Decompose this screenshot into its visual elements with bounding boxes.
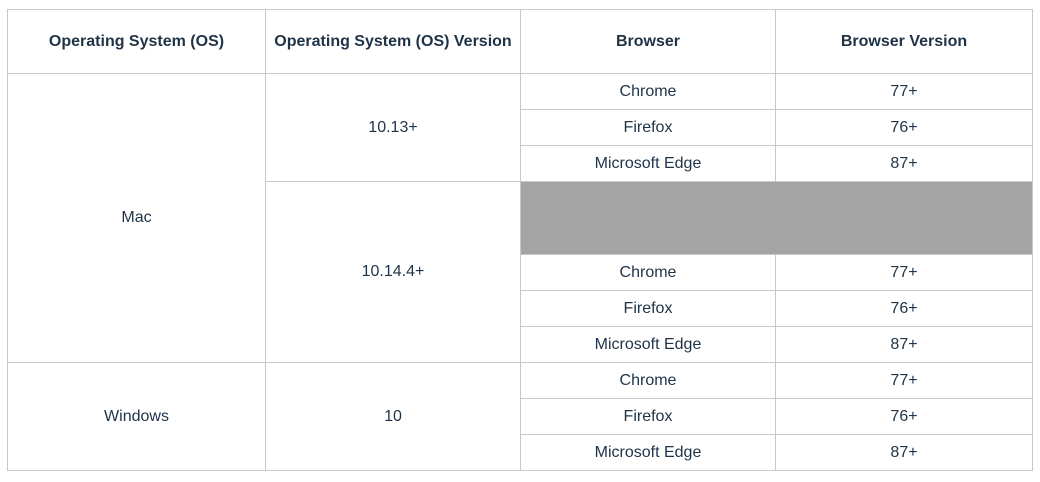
os-cell-mac: Mac (7, 73, 266, 363)
header-browser: Browser (520, 9, 776, 74)
browser-cell: Firefox (520, 398, 776, 435)
table-row: Windows 10 Chrome 77+ (7, 362, 1033, 471)
browser-version-cell: 87+ (775, 326, 1033, 363)
header-row: Operating System (OS) Operating System (… (7, 9, 1033, 74)
header-browser-version: Browser Version (775, 9, 1033, 74)
table-row: Microsoft Edge 87+ (8, 145, 1033, 182)
browser-version-cell: 76+ (775, 398, 1033, 435)
header-os: Operating System (OS) (7, 9, 266, 74)
browser-version-cell: 87+ (775, 434, 1033, 471)
browser-version-cell: 76+ (775, 109, 1033, 146)
table-row: Firefox 76+ (8, 109, 1033, 146)
browser-support-table: Operating System (OS) Operating System (… (7, 9, 1033, 471)
table-row: 10.14.4+ (8, 181, 1033, 363)
browser-version-cell: 77+ (775, 362, 1033, 399)
browser-version-cell: 77+ (775, 254, 1033, 291)
browser-cell: Firefox (520, 109, 776, 146)
browser-cell: Chrome (520, 362, 776, 399)
table-row: Microsoft Edge 87+ (8, 434, 1033, 471)
os-version-cell: 10.14.4+ (265, 181, 521, 363)
browser-cell: Microsoft Edge (520, 434, 776, 471)
os-version-cell: 10 (265, 362, 521, 471)
shaded-placeholder-row (520, 181, 1033, 255)
header-os-version: Operating System (OS) Version (265, 9, 521, 74)
browser-version-cell: 87+ (775, 145, 1033, 182)
table-row: Firefox 76+ (8, 398, 1033, 435)
browser-version-cell: 76+ (775, 290, 1033, 327)
browser-version-cell: 77+ (775, 73, 1033, 110)
table-row: Mac 10.13+ Chrome 77+ (7, 73, 1033, 363)
browser-cell: Microsoft Edge (520, 145, 776, 182)
browser-cell: Microsoft Edge (520, 326, 776, 363)
os-version-cell: 10.13+ (265, 73, 521, 182)
browser-cell: Chrome (520, 73, 776, 110)
table-row: Chrome 77+ (8, 254, 1033, 291)
os-cell-windows: Windows (7, 362, 266, 471)
browser-cell: Chrome (520, 254, 776, 291)
support-matrix: Operating System (OS) Operating System (… (7, 9, 1033, 471)
browser-cell: Firefox (520, 290, 776, 327)
